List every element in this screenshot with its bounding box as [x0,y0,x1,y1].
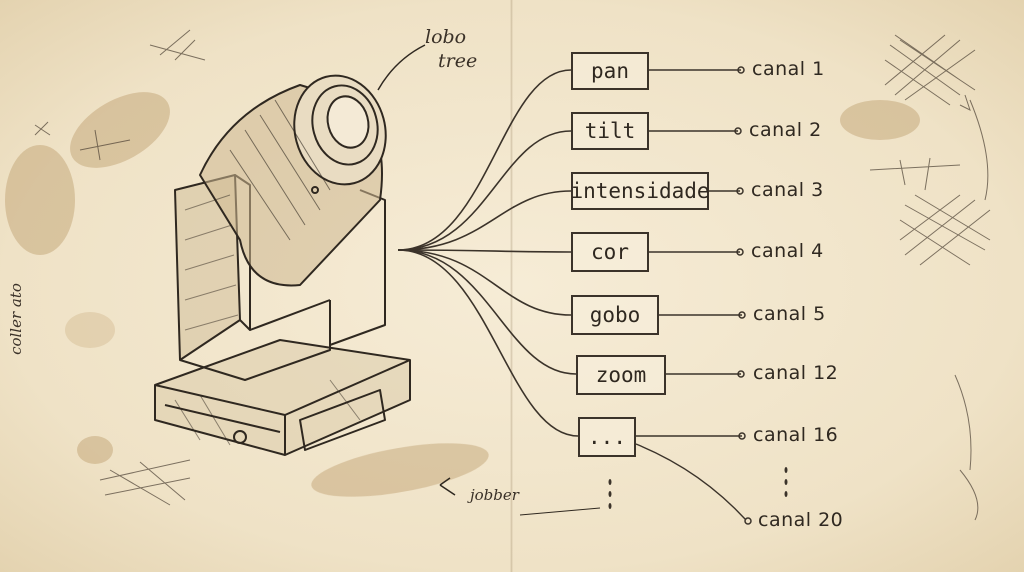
leader-dot-6 [737,370,745,378]
annotation-pointer [377,44,426,91]
channel-label-1: canal 1 [752,58,825,80]
parameter-box-4: cor [571,232,649,272]
parameter-box-3: intensidade [570,172,710,210]
continuation-dot-2 [608,491,612,497]
leader-dot-1 [737,66,745,74]
leader-dot-5 [738,311,746,319]
continuation-dot-1 [608,479,612,485]
cable-3 [397,190,572,251]
leader-dot-3 [736,187,744,195]
channel-label-3: canal 3 [751,179,824,201]
channel-leaders [608,66,788,525]
annotation-label-line1: lobo [425,26,467,48]
cable-4 [397,249,572,253]
leader-dot-7 [738,432,746,440]
stains [5,92,920,497]
scribble-arrow [439,477,456,496]
hatch-marks [34,29,991,521]
leader-dot-last [744,517,752,525]
parameter-box-5: gobo [571,295,659,335]
continuation-dot-5 [784,479,788,485]
channel-label-4: canal 4 [751,240,824,262]
cable-2 [397,130,572,251]
leader-dot-4 [736,248,744,256]
channel-label-5: canal 5 [753,303,826,325]
cable-6 [397,249,577,375]
continuation-dot-6 [784,491,788,497]
cable-7 [397,249,579,437]
continuation-dot-3 [608,503,612,509]
parameter-box-1: pan [571,52,649,90]
leader-dot-2 [734,127,742,135]
channel-label-last: canal 20 [758,509,844,531]
scribble-bottom: jobber [470,486,519,504]
leader-line-last [635,443,747,521]
parameter-box-2: tilt [571,112,649,150]
paper-fold [510,0,513,572]
channel-label-6: canal 12 [753,362,839,384]
cable-1 [397,69,572,251]
continuation-dot-4 [784,467,788,473]
channel-label-2: canal 2 [749,119,822,141]
scribble-underline [519,507,601,516]
channel-label-7: canal 16 [753,424,839,446]
cable-bundle [397,69,579,437]
scribble-left: coller ato [6,283,25,355]
moving-head-sketch [154,74,411,456]
parameter-box-6: zoom [576,355,666,395]
cable-5 [397,249,572,316]
parameter-box-7: ... [578,417,636,457]
annotation-label-line2: tree [438,50,478,72]
